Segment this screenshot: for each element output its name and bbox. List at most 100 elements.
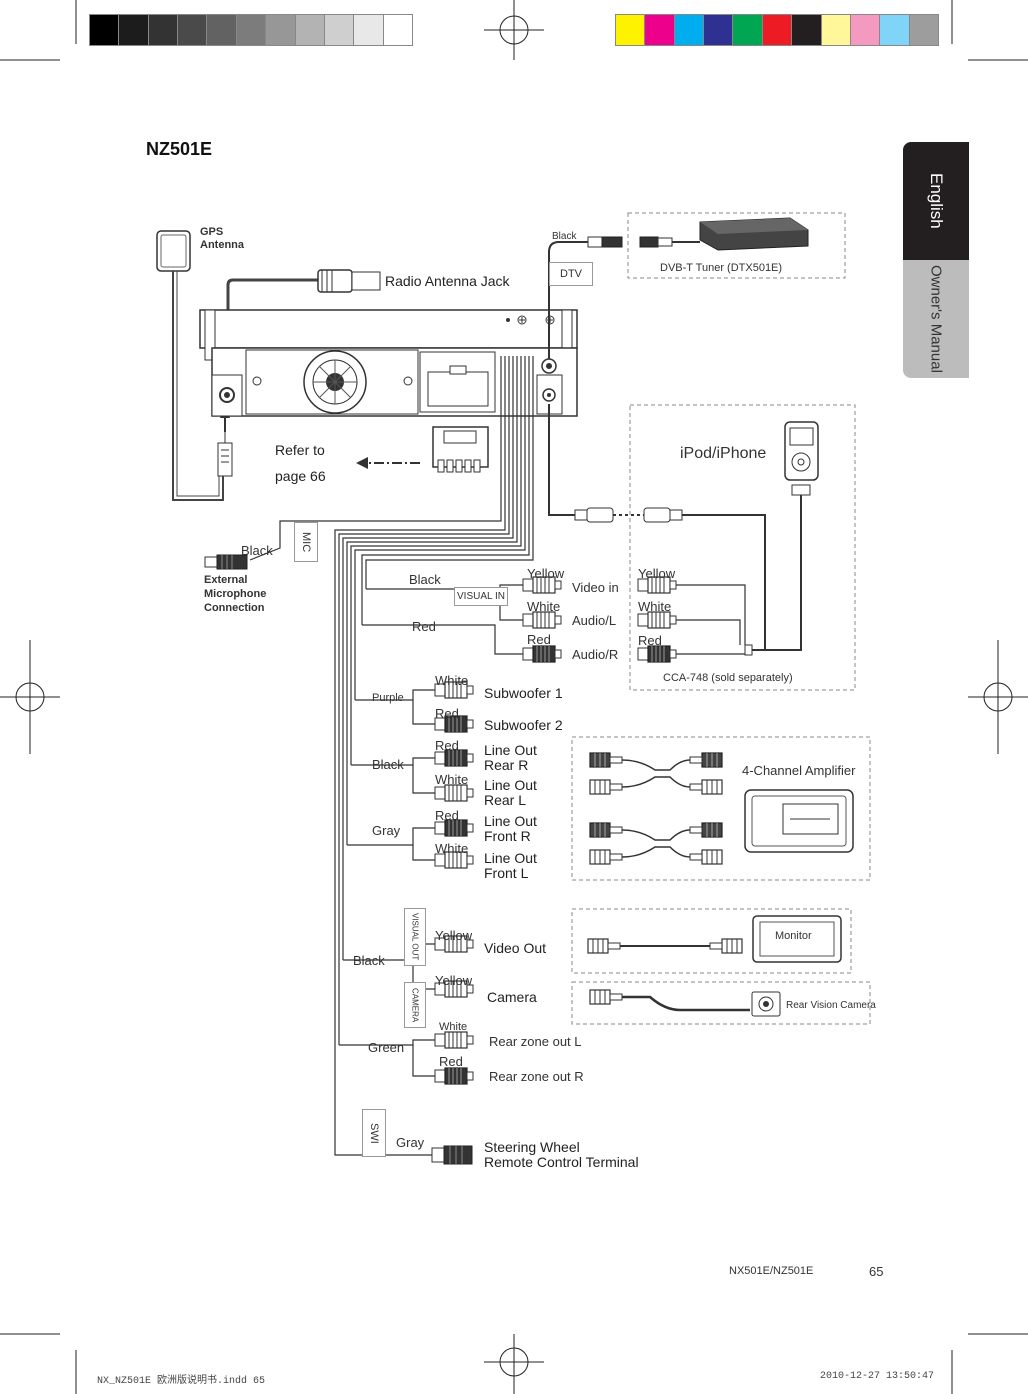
amp-cable-plug-4 — [589, 849, 623, 865]
color-calibration-bar — [615, 14, 939, 46]
camera-tag: CAMERA — [404, 982, 426, 1028]
video-in-label: Video in — [572, 580, 619, 595]
subwoofer-1-label: Subwoofer 1 — [484, 685, 563, 701]
line-out-front-r: Line Out Front R — [484, 813, 537, 844]
subwoofer-2-label: Subwoofer 2 — [484, 717, 563, 733]
gray-swatch — [294, 15, 324, 45]
audio-l-label: Audio/L — [572, 613, 617, 628]
rear-zone-out-l: Rear zone out L — [489, 1034, 582, 1049]
color-swatch — [761, 15, 792, 45]
line-out-rear-l-plug — [434, 784, 474, 802]
visual-in-tag: VISUAL IN — [454, 587, 508, 606]
rear-zone-r-plug — [434, 1067, 474, 1085]
rear-camera-label: Rear Vision Camera — [786, 1000, 876, 1011]
rear-zone-green-wire: Green — [368, 1040, 405, 1055]
cca-red-plug — [637, 645, 677, 663]
gray-swatch — [147, 15, 178, 45]
visual-in-yellow: Yellow — [527, 566, 565, 581]
page-title: NZ501E — [146, 139, 213, 159]
visual-in-red: Red — [527, 632, 551, 647]
subwoofer-wire: Purple — [372, 692, 404, 704]
line-out-gray-wire: Gray — [372, 823, 401, 838]
ipod-dashed-box — [629, 404, 856, 691]
monitor-icon — [752, 915, 842, 963]
dtv-tag: DTV — [549, 262, 593, 286]
dvb-tuner-icon — [699, 217, 809, 251]
line-out-front-l: Line Out Front L — [484, 850, 537, 881]
rear-zone-white: White — [439, 1021, 468, 1033]
cca-red: Red — [638, 633, 662, 648]
head-unit-back-panel — [199, 292, 578, 417]
refer-page-label: page 66 — [275, 468, 326, 484]
gray-swatch — [265, 15, 295, 45]
line-out-rear-r: Line Out Rear R — [484, 742, 537, 773]
dvb-tuner-label: DVB-T Tuner (DTX501E) — [660, 262, 783, 274]
line-out-front-wires — [347, 827, 435, 861]
rear-zone-wires — [339, 1039, 435, 1077]
footer-timestamp: 2010-12-27 13:50:47 — [820, 1371, 935, 1382]
footer-model: NX501E/NZ501E — [729, 1265, 814, 1277]
visual-in-black-wire: Black — [409, 572, 441, 587]
language-tab-label: English — [927, 173, 946, 229]
line-out-white-2: White — [435, 841, 469, 856]
gray-swatch — [90, 15, 119, 45]
visual-out-tag: VISUAL OUT — [404, 908, 426, 966]
rear-zone-red: Red — [439, 1054, 463, 1069]
line-out-white-1: White — [435, 772, 469, 787]
audio-l-in-plug — [522, 611, 562, 629]
subwoofer-red: Red — [435, 706, 459, 721]
camera-cable-icon — [589, 989, 781, 1017]
camera-label: Camera — [487, 989, 537, 1005]
visual-in-white: White — [527, 599, 561, 614]
video-out-yellow-2: Yellow — [435, 973, 473, 988]
amp-cable-plug-1 — [589, 752, 623, 768]
amp-rca-cables — [621, 759, 691, 858]
cca-white: White — [638, 599, 672, 614]
gray-swatch — [353, 15, 383, 45]
footer-page-number: 65 — [869, 1264, 884, 1279]
monitor-dashed-box — [571, 908, 852, 974]
color-swatch — [703, 15, 733, 45]
camera-dashed-box — [571, 981, 871, 1025]
gps-antenna-icon — [156, 230, 233, 501]
line-out-rear-l: Line Out Rear L — [484, 777, 537, 808]
video-out-black-wire: Black — [353, 953, 385, 968]
color-swatch — [732, 15, 762, 45]
color-swatch — [820, 15, 850, 45]
dvb-tuner-dashed-box — [627, 212, 846, 279]
rear-zone-l-plug — [434, 1031, 474, 1049]
mic-wire — [249, 356, 502, 561]
subwoofer-wires — [355, 689, 435, 725]
swi-gray-wire: Gray — [396, 1135, 425, 1150]
dtv-cable-icon — [548, 236, 700, 292]
language-tab: English — [903, 142, 969, 260]
swi-plug-icon — [431, 1145, 473, 1165]
cca-748-plugs — [676, 584, 746, 655]
amp-cable-plug-3 — [589, 822, 623, 838]
video-out-label: Video Out — [484, 940, 547, 956]
dtv-wire-color: Black — [552, 231, 577, 242]
grayscale-calibration-bar — [89, 14, 413, 46]
ipod-label: iPod/iPhone — [680, 445, 767, 462]
audio-r-label: Audio/R — [572, 647, 619, 662]
line-out-black-wire: Black — [372, 757, 404, 772]
color-swatch — [673, 15, 704, 45]
swi-tag: SWI — [362, 1109, 386, 1157]
amp-cable-plug-2 — [589, 779, 623, 795]
visual-out-tag-text: VISUAL OUT — [410, 913, 420, 961]
refer-to-label: Refer to — [275, 442, 325, 458]
color-swatch — [908, 15, 938, 45]
cca-white-plug — [637, 611, 677, 629]
video-out-yellow-1: Yellow — [435, 928, 473, 943]
gray-swatch — [177, 15, 207, 45]
swi-tag-text: SWI — [368, 1122, 380, 1144]
amplifier-icon — [744, 789, 854, 853]
gray-swatch — [382, 15, 412, 45]
mic-tag-text: MIC — [300, 531, 312, 553]
color-swatch — [616, 15, 645, 45]
footer-file: NX_NZ501E 欧洲版说明书.indd 65 — [97, 1376, 266, 1387]
color-swatch — [791, 15, 821, 45]
line-out-red-2: Red — [435, 808, 459, 823]
